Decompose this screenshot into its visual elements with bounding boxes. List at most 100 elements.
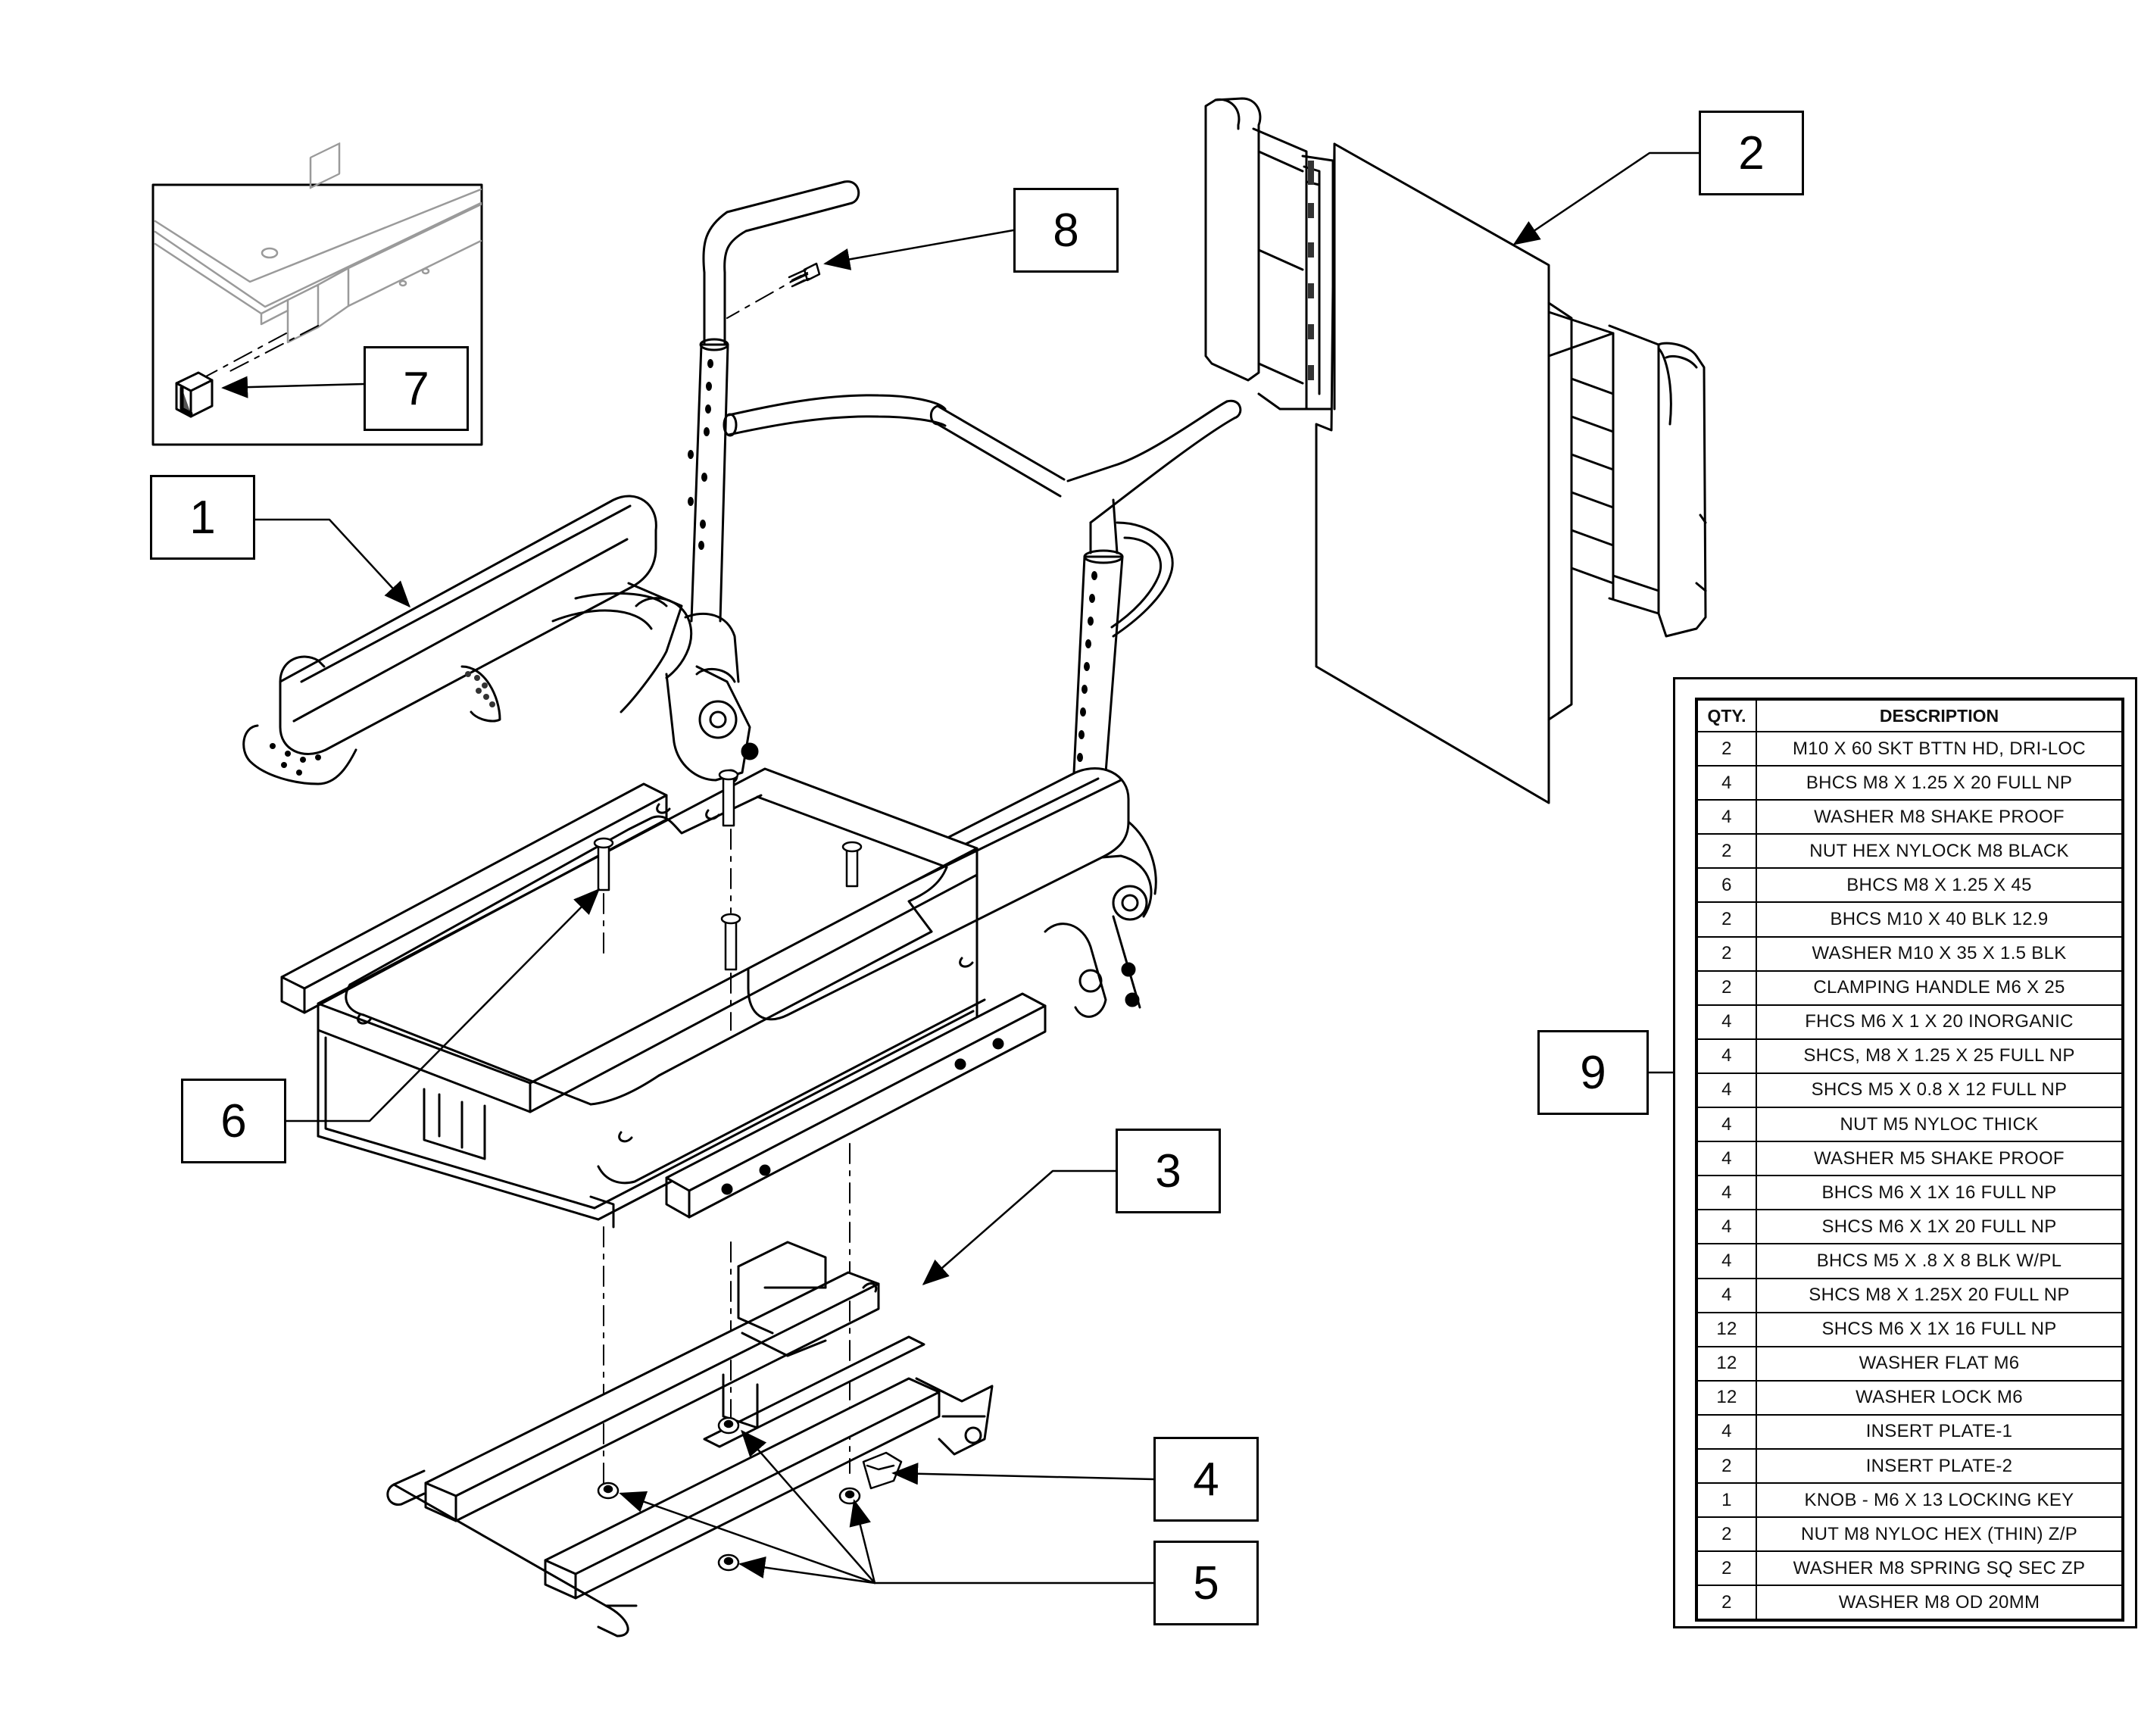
- bom-qty-cell: 2: [1696, 969, 1757, 1006]
- bom-qty-cell: 2: [1696, 901, 1757, 938]
- callout-1: 1: [150, 475, 255, 560]
- bom-qty-cell: 2: [1696, 1585, 1757, 1622]
- bom-description-cell: BHCS M5 X .8 X 8 BLK W/PL: [1756, 1243, 2124, 1279]
- bom-qty-cell: 4: [1696, 1107, 1757, 1143]
- bom-header-description: DESCRIPTION: [1756, 698, 2124, 732]
- armrest-left: [242, 495, 759, 785]
- bom-description-cell: NUT M5 NYLOC THICK: [1756, 1107, 2124, 1143]
- callout-3: 3: [1116, 1129, 1221, 1213]
- screw-item-8: [788, 262, 821, 288]
- bom-description-cell: SHCS M6 X 1X 16 FULL NP: [1756, 1311, 2124, 1347]
- detail-inset: [151, 142, 483, 446]
- knob-item-4: [862, 1451, 903, 1490]
- bom-description-cell: SHCS M6 X 1X 20 FULL NP: [1756, 1209, 2124, 1245]
- bom-qty-cell: 4: [1696, 1209, 1757, 1245]
- bom-description-cell: WASHER LOCK M6: [1756, 1379, 2124, 1416]
- bom-qty-cell: 12: [1696, 1379, 1757, 1416]
- bom-description-cell: FHCS M6 X 1 X 20 INORGANIC: [1756, 1004, 2124, 1040]
- bom-qty-cell: 12: [1696, 1311, 1757, 1347]
- bom-qty-cell: 4: [1696, 1243, 1757, 1279]
- bom-description-cell: CLAMPING HANDLE M6 X 25: [1756, 969, 2124, 1006]
- bom-qty-cell: 2: [1696, 730, 1757, 767]
- bom-qty-cell: 4: [1696, 1038, 1757, 1074]
- bom-qty-cell: 4: [1696, 1141, 1757, 1177]
- bom-description-cell: NUT HEX NYLOCK M8 BLACK: [1756, 833, 2124, 870]
- armrest-right: [747, 767, 1157, 1021]
- callout-2: 2: [1699, 111, 1804, 195]
- bom-description-cell: WASHER M5 SHAKE PROOF: [1756, 1141, 2124, 1177]
- bom-qty-cell: 2: [1696, 833, 1757, 870]
- bom-header-row: QTY. DESCRIPTION: [1696, 698, 2124, 732]
- bom-qty-cell: 6: [1696, 867, 1757, 904]
- bom-description-cell: KNOB - M6 X 13 LOCKING KEY: [1756, 1482, 2124, 1519]
- bom-qty-cell: 4: [1696, 1072, 1757, 1109]
- callout-6: 6: [181, 1079, 286, 1163]
- callout-8: 8: [1013, 188, 1119, 273]
- bom-qty-cell: 2: [1696, 1447, 1757, 1485]
- bom-description-cell: WASHER M10 X 35 X 1.5 BLK: [1756, 935, 2124, 972]
- bom-qty-cell: 4: [1696, 1277, 1757, 1313]
- bom-qty-cell: 4: [1696, 1004, 1757, 1040]
- bom-header-qty: QTY.: [1696, 698, 1757, 732]
- bom-description-cell: WASHER M8 SPRING SQ SEC ZP: [1756, 1550, 2124, 1587]
- bom-qty-cell: 4: [1696, 799, 1757, 835]
- bom-qty-cell: 4: [1696, 1175, 1757, 1211]
- callout-4: 4: [1153, 1437, 1259, 1522]
- bom-qty-cell: 4: [1696, 765, 1757, 801]
- bom-description-cell: NUT M8 NYLOC HEX (THIN) Z/P: [1756, 1516, 2124, 1553]
- bolts-item-6: [593, 769, 863, 971]
- bom-qty-cell: 4: [1696, 1413, 1757, 1450]
- bom-qty-cell: 2: [1696, 935, 1757, 972]
- bom-description-cell: SHCS M8 X 1.25X 20 FULL NP: [1756, 1277, 2124, 1313]
- bom-description-cell: SHCS, M8 X 1.25 X 25 FULL NP: [1756, 1038, 2124, 1074]
- callout-9: 9: [1537, 1030, 1649, 1115]
- bom-description-cell: BHCS M10 X 40 BLK 12.9: [1756, 901, 2124, 938]
- bom-description-cell: INSERT PLATE-2: [1756, 1447, 2124, 1485]
- base-frame: [386, 1241, 994, 1638]
- bom-description-cell: BHCS M6 X 1X 16 FULL NP: [1756, 1175, 2124, 1211]
- callout-7: 7: [364, 346, 469, 431]
- bom-description-cell: INSERT PLATE-1: [1756, 1413, 2124, 1450]
- bom-description-cell: SHCS M5 X 0.8 X 12 FULL NP: [1756, 1072, 2124, 1109]
- bom-description-cell: WASHER M8 OD 20MM: [1756, 1585, 2124, 1622]
- bom-description-cell: BHCS M8 X 1.25 X 45: [1756, 867, 2124, 904]
- bom-qty-cell: 2: [1696, 1516, 1757, 1553]
- bom-description-cell: WASHER M8 SHAKE PROOF: [1756, 799, 2124, 835]
- backrest-frame: [688, 180, 1242, 774]
- bom-qty-cell: 2: [1696, 1550, 1757, 1587]
- bom-qty-cell: 1: [1696, 1482, 1757, 1519]
- seat-pan: [280, 767, 1047, 1229]
- bom-description-cell: BHCS M8 X 1.25 X 20 FULL NP: [1756, 765, 2124, 801]
- back-upholstery: [1204, 97, 1707, 804]
